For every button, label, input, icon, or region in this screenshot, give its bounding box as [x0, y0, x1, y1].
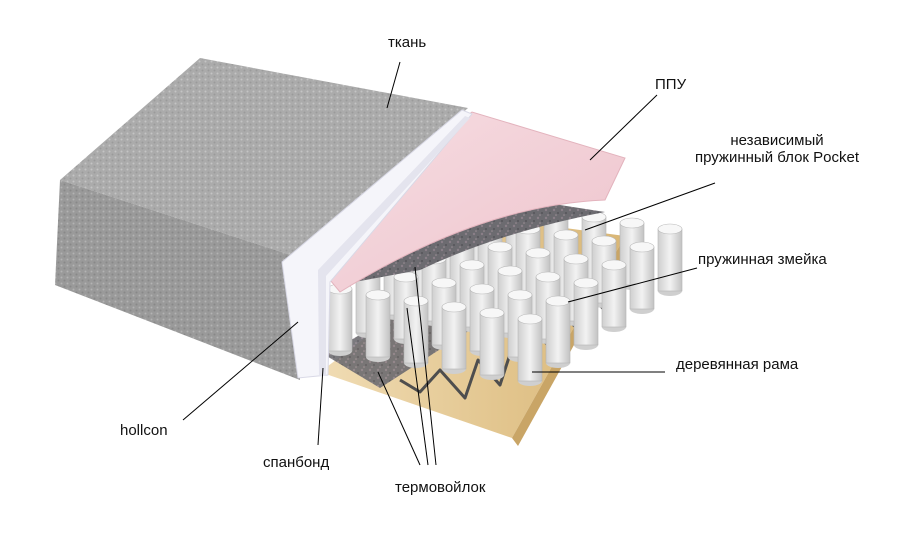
- label-frame: деревянная рама: [676, 356, 799, 373]
- pocket-spring: [441, 301, 467, 374]
- leader-hollcon: [182, 321, 299, 421]
- label-pocket: независимый пружинный блок Pocket: [672, 132, 882, 166]
- leader-ppu: [589, 94, 658, 161]
- pocket-spring: [479, 307, 505, 380]
- pocket-spring: [327, 283, 353, 356]
- pocket-spring: [601, 259, 627, 332]
- label-spunbond: спанбонд: [263, 454, 330, 471]
- fabric-top-surface: [60, 58, 468, 258]
- label-zigzag: пружинная змейка: [698, 251, 827, 268]
- label-pocket-line1: независимый: [730, 132, 824, 149]
- fabric-side-surface: [55, 180, 300, 380]
- pocket-spring: [403, 295, 429, 368]
- pocket-spring: [365, 289, 391, 362]
- leader-lines: [182, 61, 716, 466]
- felt-top-layer: [338, 205, 605, 285]
- leader-pocket: [584, 182, 716, 231]
- leader-zigzag: [567, 267, 698, 303]
- label-felt: термовойлок: [395, 479, 486, 496]
- pocket-spring: [629, 241, 655, 314]
- pocket-spring: [517, 313, 543, 386]
- leader-spunbond: [317, 367, 324, 446]
- fabric-block: [55, 58, 468, 380]
- label-fabric: ткань: [388, 34, 427, 51]
- pocket-spring: [573, 277, 599, 350]
- leader-fabric: [386, 61, 401, 109]
- leader-felt-2: [406, 307, 429, 466]
- label-pocket-line2: пружинный блок Pocket: [694, 149, 860, 166]
- pocket-spring: [545, 295, 571, 368]
- hollcon-layer: [281, 109, 473, 379]
- spunbond-layer: [318, 116, 470, 376]
- label-ppu: ППУ: [655, 76, 687, 93]
- pocket-spring: [657, 223, 683, 296]
- leader-felt-3: [414, 266, 437, 466]
- label-hollcon: hollcon: [120, 422, 168, 439]
- leader-felt-1: [377, 371, 421, 466]
